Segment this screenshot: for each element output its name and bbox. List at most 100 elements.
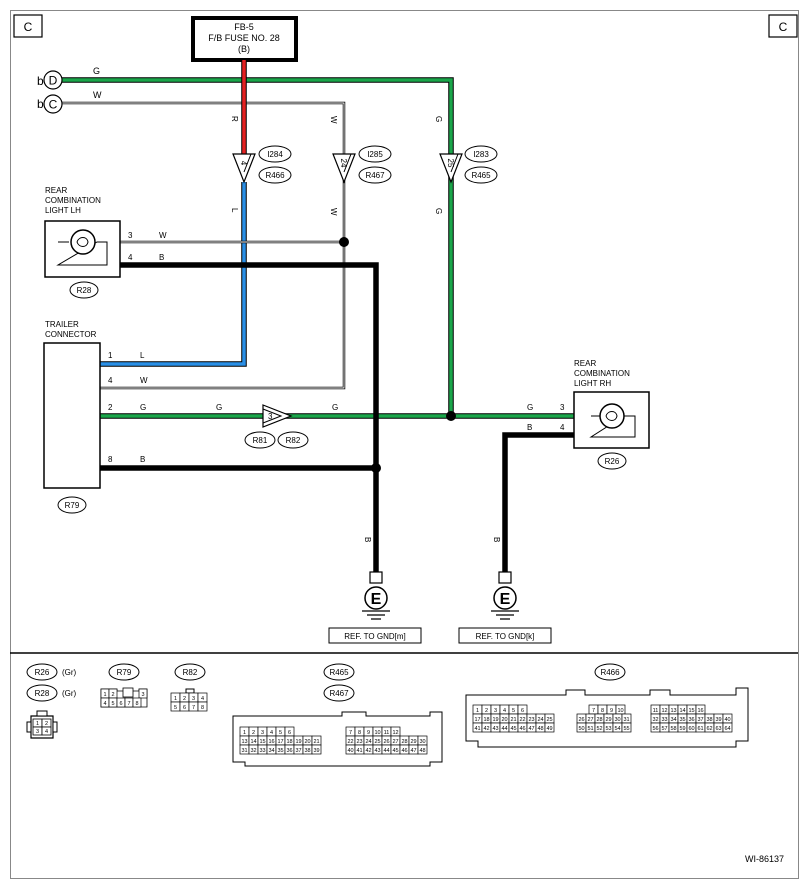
- pin-number: 64: [724, 726, 730, 732]
- pin-number: 1: [174, 696, 177, 702]
- i285-label: I285: [367, 150, 383, 159]
- trailer-pin-8: 8: [108, 455, 113, 464]
- rh-pin-4: 4: [560, 423, 565, 432]
- junction-g: [446, 411, 456, 421]
- pin-number: 8: [358, 730, 361, 736]
- diagram-id: WI-86137: [745, 854, 784, 864]
- pin-number: 3: [261, 730, 264, 736]
- pin-number: 17: [277, 739, 283, 745]
- i284-label: I284: [267, 150, 283, 159]
- input-terminal-c: b C W: [37, 90, 102, 114]
- i284-upper-wire: R: [230, 116, 239, 122]
- pin-number: 37: [295, 748, 301, 754]
- legend-r467-label: R467: [329, 689, 349, 698]
- trailer-wire-l: L: [140, 351, 145, 360]
- pin-number: 28: [596, 717, 602, 723]
- pin-number: 13: [670, 708, 676, 714]
- pin-number: 3: [141, 692, 144, 698]
- i285-upper-wire: W: [329, 116, 338, 124]
- pin-number: 10: [617, 708, 623, 714]
- pin-number: 14: [679, 708, 685, 714]
- pin-number: 32: [250, 748, 256, 754]
- pin-number: 2: [485, 708, 488, 714]
- i284-lower-wire: L: [230, 208, 239, 213]
- pin-number: 7: [592, 708, 595, 714]
- lh-title-1: REAR: [45, 186, 67, 195]
- mid-pin: 3: [268, 412, 273, 421]
- pin-number: 24: [365, 739, 371, 745]
- pin-number: 60: [688, 726, 694, 732]
- trailer-title-1: TRAILER: [45, 320, 79, 329]
- mid-wire-left: G: [216, 403, 222, 412]
- pin-number: 29: [605, 717, 611, 723]
- connector-i284: 4 R L I284 R466: [230, 116, 292, 213]
- pin-number: 38: [304, 748, 310, 754]
- pin-number: 22: [347, 739, 353, 745]
- pin-number: 8: [201, 705, 204, 711]
- ground-k: B E REF. TO GND[k]: [458, 537, 552, 644]
- pin-number: 51: [587, 726, 593, 732]
- legend-r26-r28: R26 (Gr) R28 (Gr) 1 2 3 4: [26, 663, 77, 739]
- pin-number: 10: [374, 730, 380, 736]
- pin-number: 5: [279, 730, 282, 736]
- legend-r28-label: R28: [35, 689, 50, 698]
- trailer-connector-label: R79: [65, 501, 80, 510]
- trailer-title-2: CONNECTOR: [45, 330, 97, 339]
- pin-number: 9: [367, 730, 370, 736]
- pin-number: 29: [410, 739, 416, 745]
- pin-number: 23: [356, 739, 362, 745]
- pin-number: 44: [501, 726, 507, 732]
- pin-number: 18: [286, 739, 292, 745]
- pin-number: 56: [652, 726, 658, 732]
- legend-r82-label: R82: [183, 668, 198, 677]
- pin-number: 50: [578, 726, 584, 732]
- fuse-line3: (B): [238, 44, 250, 54]
- pin-number: 41: [356, 748, 362, 754]
- pin-number: 47: [528, 726, 534, 732]
- pin-number: 43: [492, 726, 498, 732]
- pin-number: 57: [661, 726, 667, 732]
- r26-pin-4: 4: [45, 729, 48, 735]
- i285-pin: 24: [339, 159, 348, 168]
- connector-i283: 25 G G I283 R465: [434, 116, 498, 214]
- diagram-frame: [10, 10, 799, 879]
- pin-number: 28: [401, 739, 407, 745]
- r82-label: R82: [286, 436, 301, 445]
- rh-title-3: LIGHT RH: [574, 379, 611, 388]
- pin-number: 3: [192, 696, 195, 702]
- pin-number: 15: [259, 739, 265, 745]
- lh-title-3: LIGHT LH: [45, 206, 81, 215]
- ground-k-symbol: E: [500, 591, 511, 608]
- pin-number: 4: [201, 696, 204, 702]
- pin-number: 31: [241, 748, 247, 754]
- pin-number: 23: [528, 717, 534, 723]
- pin-number: 40: [347, 748, 353, 754]
- pin-number: 25: [374, 739, 380, 745]
- rh-title-2: COMBINATION: [574, 369, 630, 378]
- legend-r79-label: R79: [117, 668, 132, 677]
- pin-number: 8: [601, 708, 604, 714]
- i285-lower-wire: W: [329, 208, 338, 216]
- r465-label: R465: [471, 171, 491, 180]
- pin-number: 13: [241, 739, 247, 745]
- connector-r81-r82: G G 3 R81 R82: [216, 403, 338, 449]
- pin-number: 5: [174, 705, 177, 711]
- wire-b-rh: [502, 432, 574, 572]
- pin-number: 26: [578, 717, 584, 723]
- pin-number: 45: [392, 748, 398, 754]
- lh-connector-label: R28: [77, 286, 92, 295]
- pin-number: 24: [537, 717, 543, 723]
- rear-combination-light-rh: REAR COMBINATION LIGHT RH 3 4 G B R26: [527, 359, 650, 470]
- ground-m-symbol: E: [371, 591, 382, 608]
- pin-number: 12: [392, 730, 398, 736]
- pin-number: 5: [111, 701, 114, 707]
- pin-number: 27: [587, 717, 593, 723]
- corner-left-text: C: [24, 20, 33, 34]
- trailer-wire-b: B: [140, 455, 145, 464]
- r26-pin-3: 3: [36, 729, 39, 735]
